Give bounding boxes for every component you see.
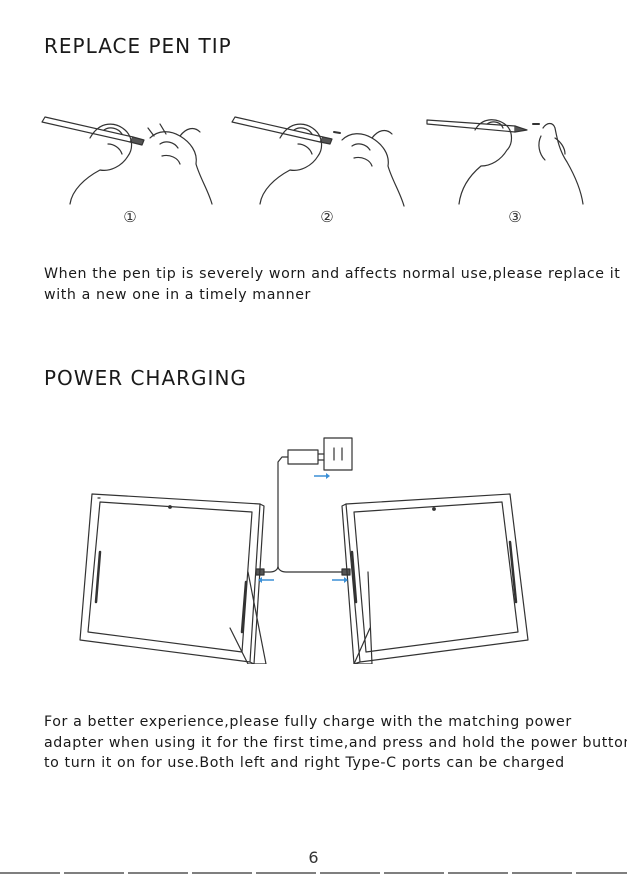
- step-1-label: ①: [123, 208, 136, 226]
- step-2-label: ②: [320, 208, 333, 226]
- charging-instructions-line-2: adapter when using it for the first time…: [44, 733, 627, 754]
- section-title-power-charging: POWER CHARGING: [44, 366, 247, 390]
- tablet-right: [342, 494, 528, 664]
- direction-arrows: [258, 473, 348, 583]
- bottom-dashed-rule: [0, 872, 627, 874]
- step-1-drawing: [42, 117, 212, 204]
- section-title-replace-pen-tip: REPLACE PEN TIP: [44, 34, 232, 58]
- charging-instructions-line-3: to turn it on for use.Both left and righ…: [44, 753, 627, 774]
- pen-tip-instructions: When the pen tip is severely worn and af…: [44, 264, 620, 305]
- pen-tip-instructions-line-2: with a new one in a timely manner: [44, 285, 620, 306]
- charging-cable: [262, 457, 342, 572]
- tablet-left: [80, 494, 266, 664]
- type-c-plug-right: [342, 569, 350, 575]
- power-adapter: [288, 450, 324, 464]
- charging-instructions: For a better experience,please fully cha…: [44, 712, 627, 774]
- page-number: 6: [0, 848, 627, 867]
- step-3-drawing: [427, 120, 583, 204]
- charging-instructions-line-1: For a better experience,please fully cha…: [44, 712, 627, 733]
- pen-tip-replacement-illustration: ① ② ③: [30, 108, 600, 230]
- step-2-drawing: [232, 117, 404, 206]
- wall-outlet: [324, 438, 352, 470]
- power-charging-illustration: [70, 432, 550, 664]
- pen-tip-instructions-line-1: When the pen tip is severely worn and af…: [44, 264, 620, 285]
- step-3-label: ③: [508, 208, 521, 226]
